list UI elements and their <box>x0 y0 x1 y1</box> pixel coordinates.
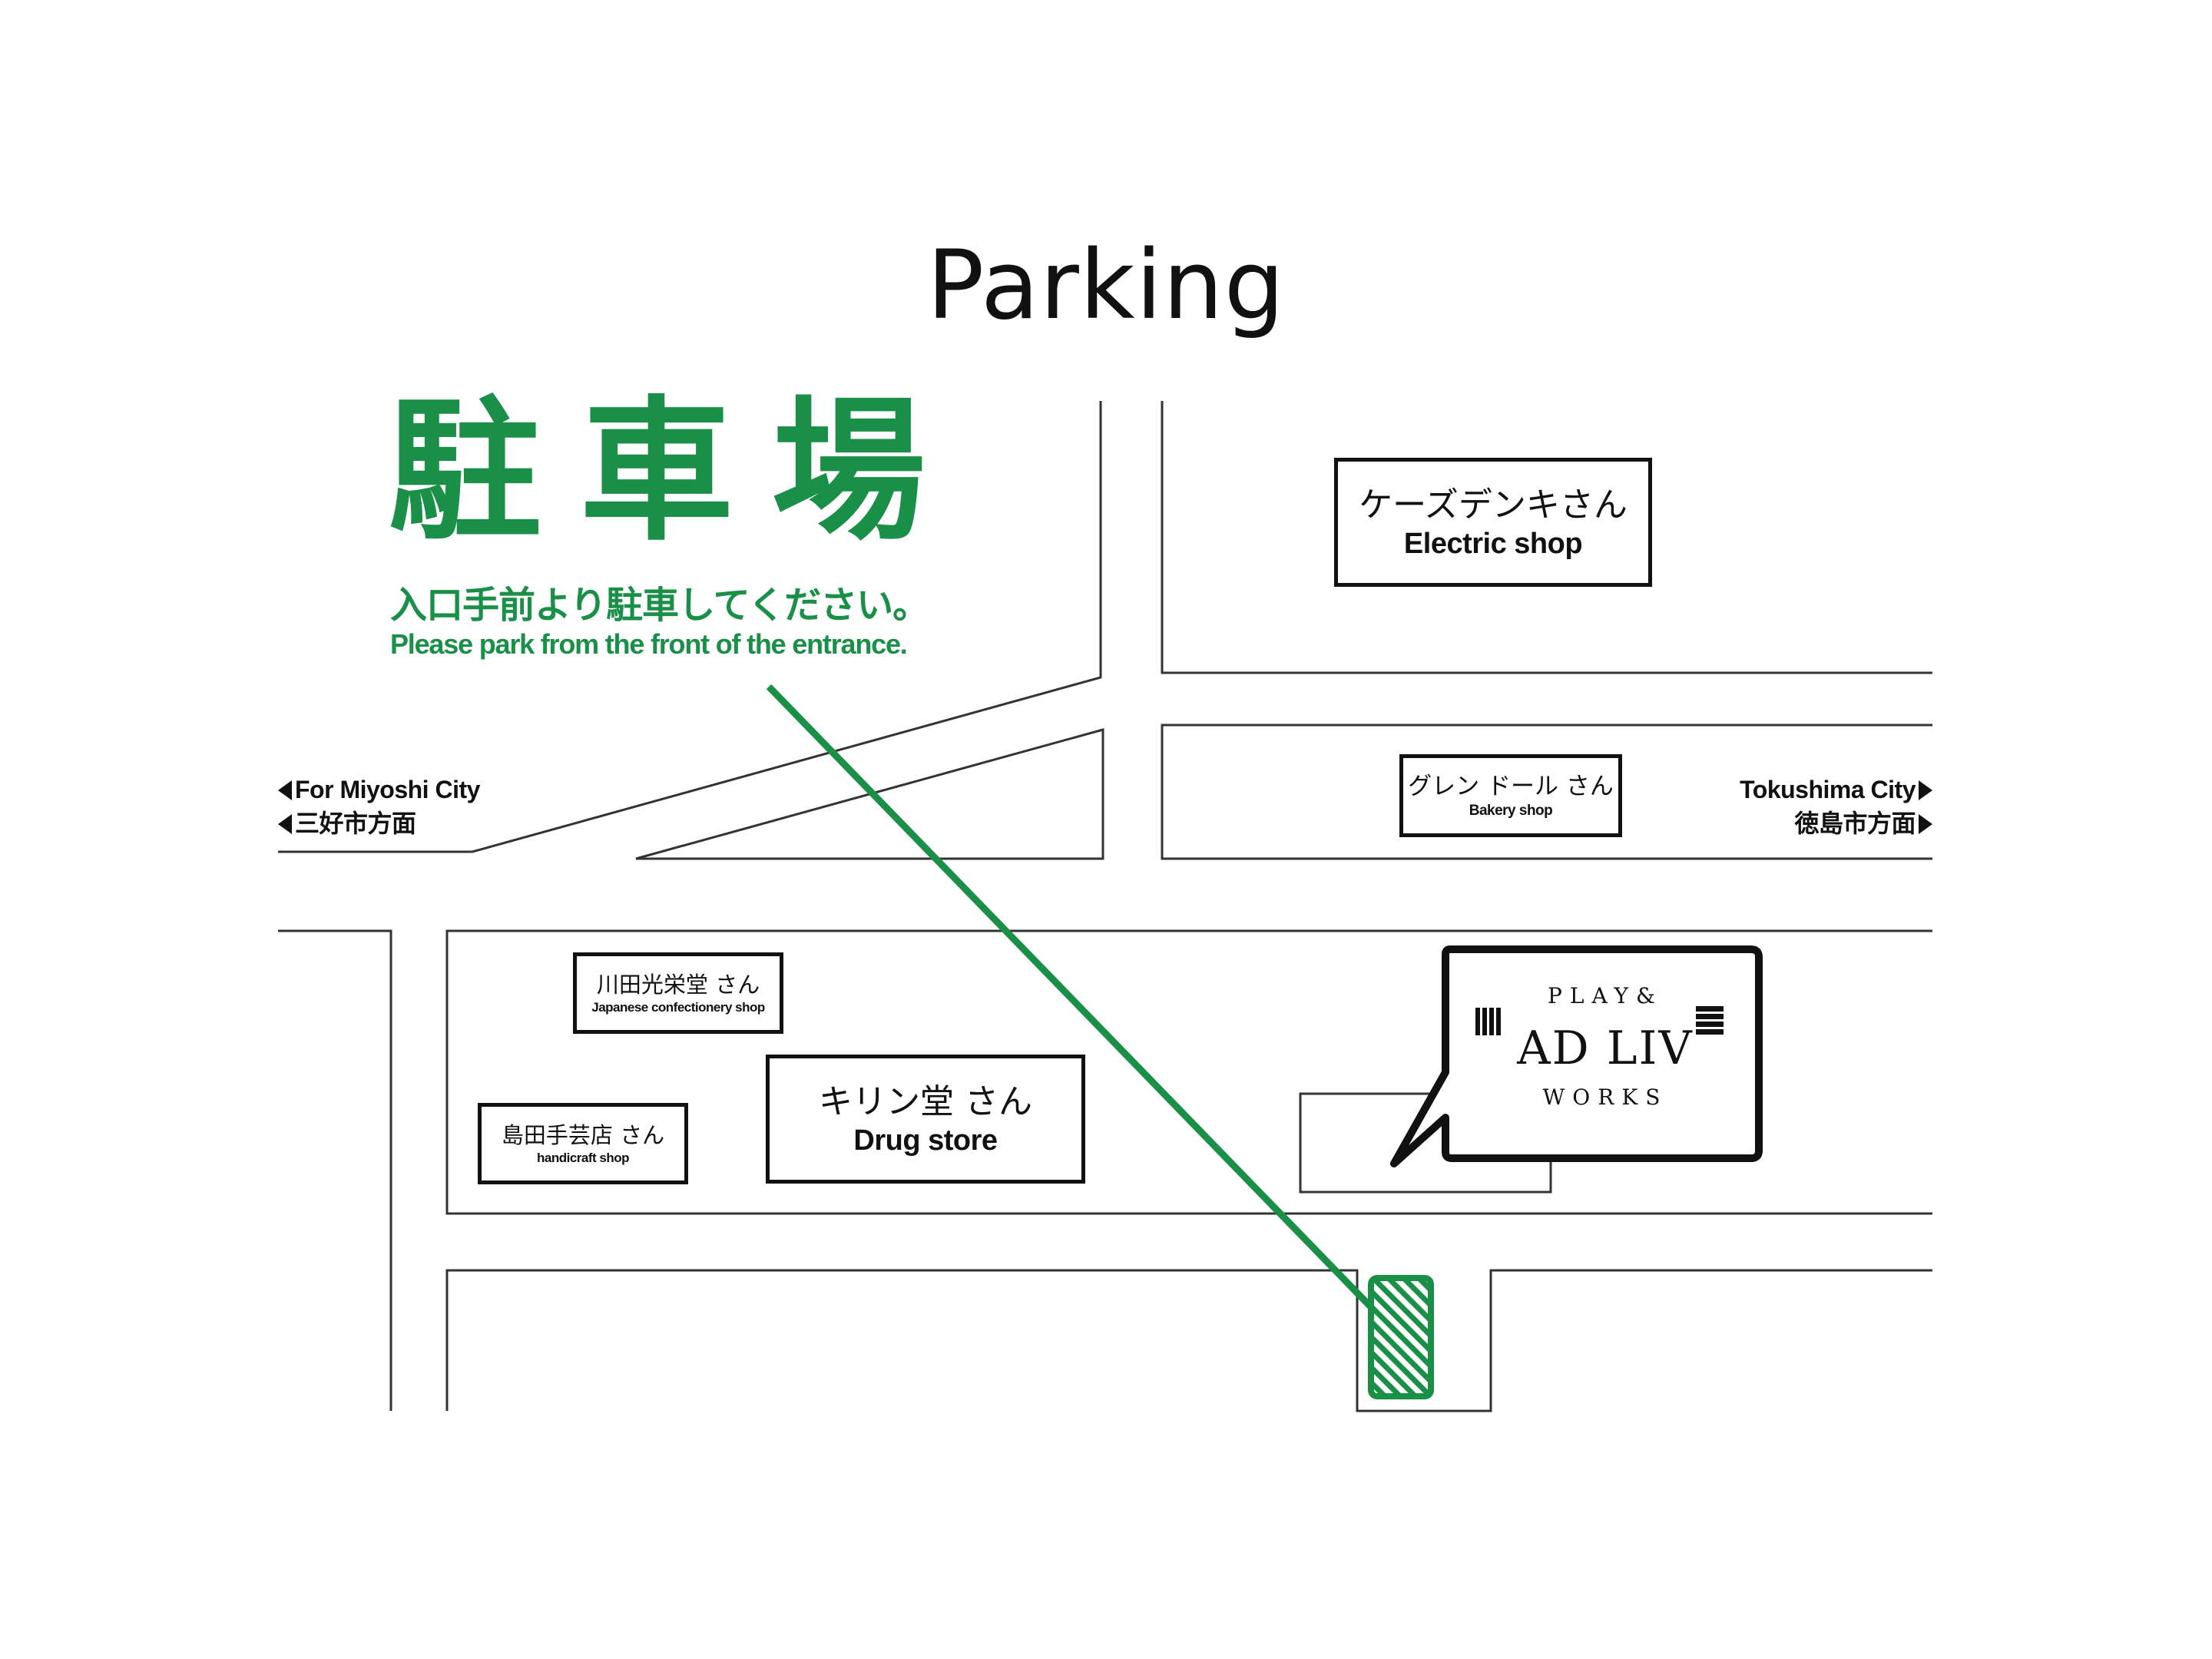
parking-instruction-jp: 入口手前より駐車してください。 <box>390 584 929 627</box>
direction-right: Tokushima City 徳島市方面 <box>1740 773 1932 840</box>
shop-ks-denki: ケーズデンキさん Electric shop <box>1334 458 1652 587</box>
shop-name-jp: ケーズデンキさん <box>1359 485 1628 525</box>
road-edge-upper-right <box>1161 401 1932 674</box>
left-arrow-icon <box>278 780 292 800</box>
direction-left-jp: 三好市方面 <box>295 810 416 837</box>
road-edge-bakery-block <box>1161 724 1932 860</box>
logo-horizontal-bars-icon <box>1696 1006 1724 1035</box>
parking-heading: 駐車場 <box>388 382 965 561</box>
direction-left: For Miyoshi City 三好市方面 <box>278 773 480 840</box>
shop-name-jp: 川田光栄堂 さん <box>596 972 760 998</box>
shop-shimada-shugeiten: 島田手芸店 さん handicraft shop <box>478 1103 688 1184</box>
shop-type-en: handicraft shop <box>536 1151 630 1165</box>
direction-left-en: For Miyoshi City <box>295 776 480 803</box>
logo-bottom-text: WORKS <box>1542 1084 1668 1110</box>
shop-type-en: Drug store <box>853 1124 998 1157</box>
route-line <box>766 684 1379 1315</box>
logo-main-text: AD LIV <box>1517 1022 1694 1075</box>
shop-name-jp: グレン ドール さん <box>1408 773 1614 800</box>
parking-spot <box>1368 1275 1434 1399</box>
road-edge-bottom-block <box>445 1269 1932 1412</box>
shop-glen-doll: グレン ドール さん Bakery shop <box>1399 754 1622 837</box>
shop-kirindo: キリン堂 さん Drug store <box>766 1055 1085 1184</box>
page-title: Parking <box>926 230 1286 341</box>
logo-vertical-bars-icon <box>1475 1008 1501 1035</box>
road-edge-middle-block <box>445 929 1932 1215</box>
logo-top-text: PLAY& <box>1548 983 1663 1008</box>
shop-name-jp: 島田手芸店 さん <box>501 1122 665 1148</box>
shop-type-en: Electric shop <box>1403 528 1583 560</box>
shop-kawada-koeido: 川田光栄堂 さん Japanese confectionery shop <box>573 952 783 1034</box>
destination-bubble <box>1390 945 1763 1167</box>
right-arrow-icon <box>1919 780 1932 800</box>
parking-instruction-en: Please park from the front of the entran… <box>390 628 908 660</box>
direction-right-en: Tokushima City <box>1740 776 1916 803</box>
direction-right-jp: 徳島市方面 <box>1794 810 1916 837</box>
shop-type-en: Bakery shop <box>1469 803 1553 819</box>
road-edge-upper-left <box>278 401 1102 853</box>
shop-name-jp: キリン堂 さん <box>819 1082 1032 1121</box>
road-edge-far-left <box>278 929 392 1411</box>
left-arrow-icon <box>278 814 292 834</box>
right-arrow-icon <box>1919 814 1932 834</box>
shop-type-en: Japanese confectionery shop <box>591 1000 765 1015</box>
